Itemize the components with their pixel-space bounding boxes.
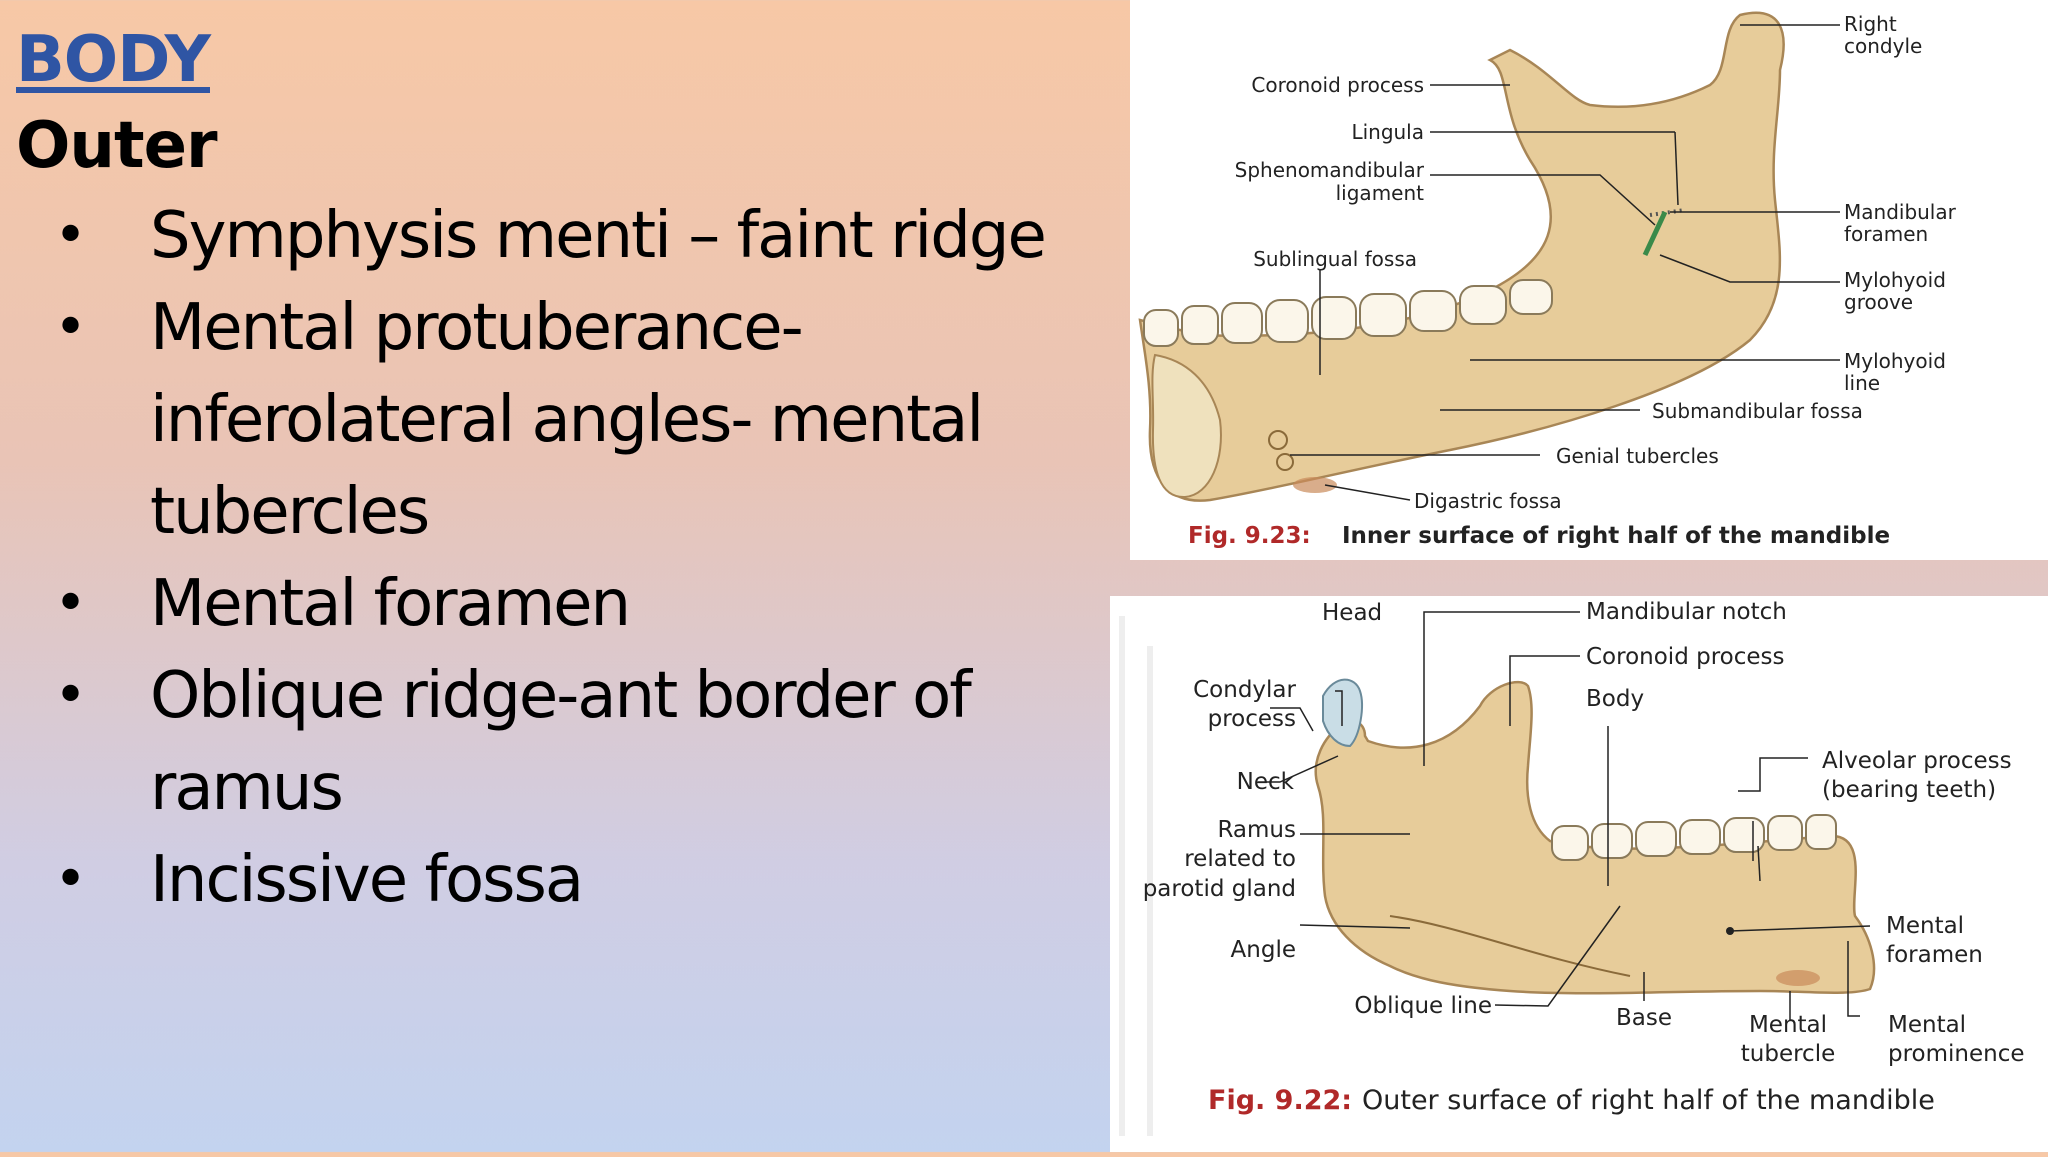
label-mand-foramen-2: foramen [1844, 222, 1928, 246]
bullet-dot-icon: • [54, 847, 88, 912]
outer-leader-lines [1258, 611, 1871, 1021]
lingula-mark [1642, 210, 1668, 257]
inner-labels: Coronoid process Lingula Sphenomandibula… [1235, 12, 1957, 513]
oblique-line-mark [1389, 915, 1631, 977]
mandible-outer-bone [1314, 680, 1876, 995]
label-head: Head [1322, 600, 1382, 626]
label-mylo-line-2: line [1844, 371, 1880, 395]
bullet-dot-icon: • [54, 295, 88, 360]
label-ramus-2: related to [1184, 846, 1296, 872]
bullet-text: Oblique ridge-ant border of ramus [150, 659, 972, 825]
teeth-row [1143, 279, 1553, 347]
caption-number-inner: Fig. 9.23: [1188, 523, 1311, 549]
caption-text-inner: Inner surface of right half of the mandi… [1342, 523, 1890, 549]
slide-text: BODY Outer • Symphysis menti – faint ridg… [16, 22, 1096, 926]
label-condyle-1: Right [1844, 12, 1897, 36]
bullet-dot-icon: • [54, 203, 88, 268]
label-condylar-2: process [1208, 706, 1296, 732]
label-ramus-3: parotid gland [1143, 876, 1296, 902]
bullet-text: Mental foramen [150, 567, 631, 641]
label-base: Base [1616, 1005, 1672, 1031]
caption-text-outer: Outer surface of right half of the mandi… [1362, 1085, 1935, 1116]
bullet-item: • Incissive fossa [16, 834, 1096, 926]
label-neck: Neck [1237, 769, 1295, 795]
label-genial: Genial tubercles [1556, 444, 1719, 468]
label-angle: Angle [1231, 937, 1296, 963]
label-sublingual: Sublingual fossa [1253, 247, 1417, 271]
slide-subtitle: Outer [16, 109, 218, 183]
bullet-text: Symphysis menti – faint ridge [150, 199, 1047, 273]
caption-number-outer: Fig. 9.22: [1208, 1085, 1352, 1116]
figure-outer-surface: Head Mandibular notch Coronoid process B… [1110, 596, 2048, 1152]
bullet-item: • Mental foramen [16, 558, 1096, 650]
label-spheno-1: Sphenomandibular [1235, 158, 1425, 182]
label-mental-tubercle-1: Mental [1749, 1012, 1827, 1038]
figure-inner-surface: Coronoid process Lingula Sphenomandibula… [1130, 0, 2048, 560]
scan-edge-marks [1119, 616, 1153, 1136]
bullet-dot-icon: • [54, 663, 88, 728]
mandible-outer-diagram: Head Mandibular notch Coronoid process B… [1119, 599, 2025, 1136]
bullet-dot-icon: • [54, 571, 88, 636]
mandible-inner-diagram: Coronoid process Lingula Sphenomandibula… [1138, 11, 1957, 549]
label-mental-prom-2: prominence [1888, 1041, 2025, 1067]
mental-prominence-mark [1776, 970, 1820, 986]
label-lingula: Lingula [1351, 120, 1424, 144]
label-digastric: Digastric fossa [1414, 489, 1562, 513]
label-submandibular: Submandibular fossa [1652, 399, 1863, 423]
bullet-item: • Symphysis menti – faint ridge [16, 190, 1096, 282]
bullet-item: • Mental protuberance- inferolateral angl… [16, 282, 1096, 558]
label-mand-notch: Mandibular notch [1586, 599, 1787, 625]
genial-tubercle-lower [1276, 453, 1294, 471]
leader-lines [1290, 24, 1840, 501]
label-alveolar-2: (bearing teeth) [1822, 777, 1996, 803]
label-mental-foramen-1: Mental [1886, 913, 1964, 939]
mandible-inner-bone [1138, 11, 1785, 502]
outer-labels: Head Mandibular notch Coronoid process B… [1143, 599, 2025, 1067]
label-ramus-1: Ramus [1217, 817, 1296, 843]
label-spheno-2: ligament [1336, 181, 1425, 205]
digastric-fossa-mark [1293, 477, 1337, 493]
label-alveolar-1: Alveolar process [1822, 748, 2012, 774]
bullet-text: Incissive fossa [150, 843, 584, 917]
label-mylo-groove-2: groove [1844, 290, 1913, 314]
label-mental-foramen-2: foramen [1886, 942, 1983, 968]
label-coronoid: Coronoid process [1586, 644, 1785, 670]
label-mental-prom-1: Mental [1888, 1012, 1966, 1038]
label-body: Body [1586, 686, 1644, 712]
bullet-item: • Oblique ridge-ant border of ramus [16, 650, 1096, 834]
label-condyle-2: condyle [1844, 34, 1922, 58]
label-mand-foramen-1: Mandibular [1844, 200, 1957, 224]
genial-tubercle-upper [1268, 430, 1288, 450]
symphysis-cut-surface [1151, 353, 1222, 499]
label-mylo-groove-1: Mylohyoid [1844, 268, 1946, 292]
outer-teeth-row [1551, 814, 1837, 861]
bullet-list: • Symphysis menti – faint ridge • Mental p… [16, 190, 1096, 926]
label-mental-tubercle-2: tubercle [1741, 1041, 1835, 1067]
label-mylo-line-1: Mylohyoid [1844, 349, 1946, 373]
bullet-text: Mental protuberance- inferolateral angle… [150, 291, 984, 549]
label-coronoid: Coronoid process [1251, 73, 1424, 97]
label-oblique: Oblique line [1354, 993, 1492, 1019]
slide-title-link[interactable]: BODY [16, 23, 211, 97]
label-condylar-1: Condylar [1193, 677, 1296, 703]
